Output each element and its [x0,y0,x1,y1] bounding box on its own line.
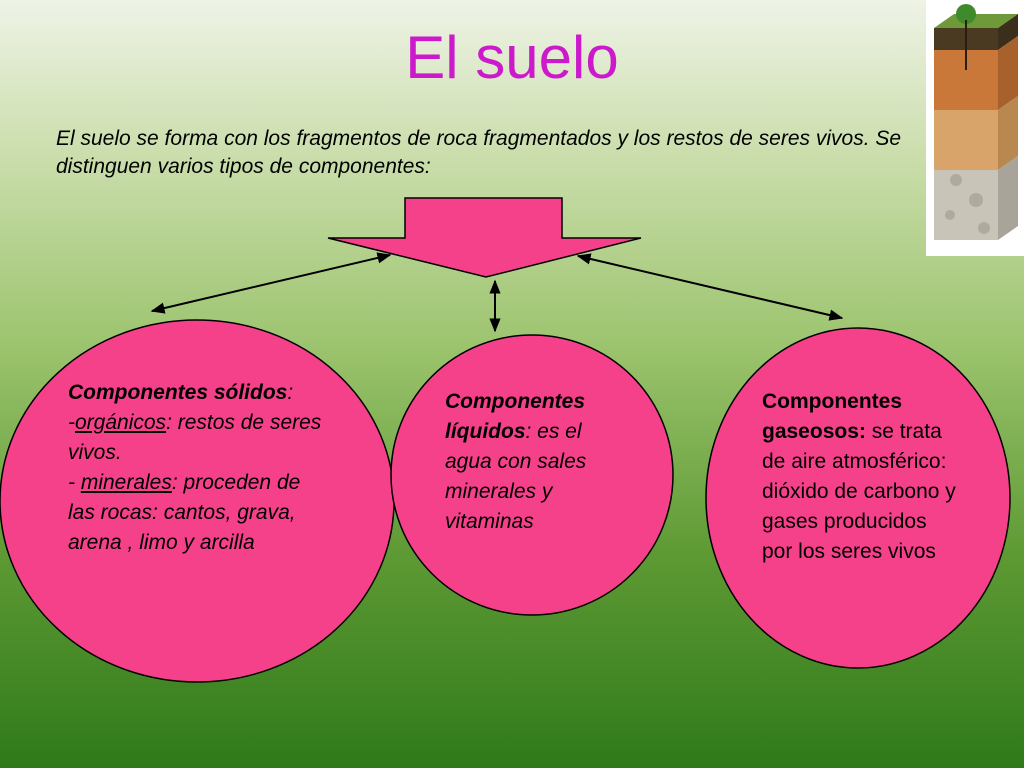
ellipse-gaseosos [705,327,1011,669]
soil-profile-image [926,0,1024,256]
gaseosos-heading: Componentes gaseosos: [762,390,903,443]
arrow-to-gaseosos [576,253,844,321]
liquidos-text: Componentes líquidos: es el agua con sal… [445,390,587,533]
minerales-term: minerales [80,471,172,494]
organicos-term: orgánicos [75,411,167,434]
ellipse-liquidos [390,334,674,616]
intro-text: El suelo se forma con los fragmentos de … [56,127,902,178]
solidos-heading: Componentes sólidos [68,381,288,404]
liquidos-heading: Componentes líquidos [445,390,586,443]
slide-title: El suelo [405,24,619,91]
down-arrow-shape [327,197,642,278]
gaseosos-text: Componentes gaseosos: se trata de aire a… [762,390,956,563]
arrow-to-solidos [150,252,392,314]
solidos-text: Componentes sólidos: -orgánicos: restos … [68,381,322,554]
